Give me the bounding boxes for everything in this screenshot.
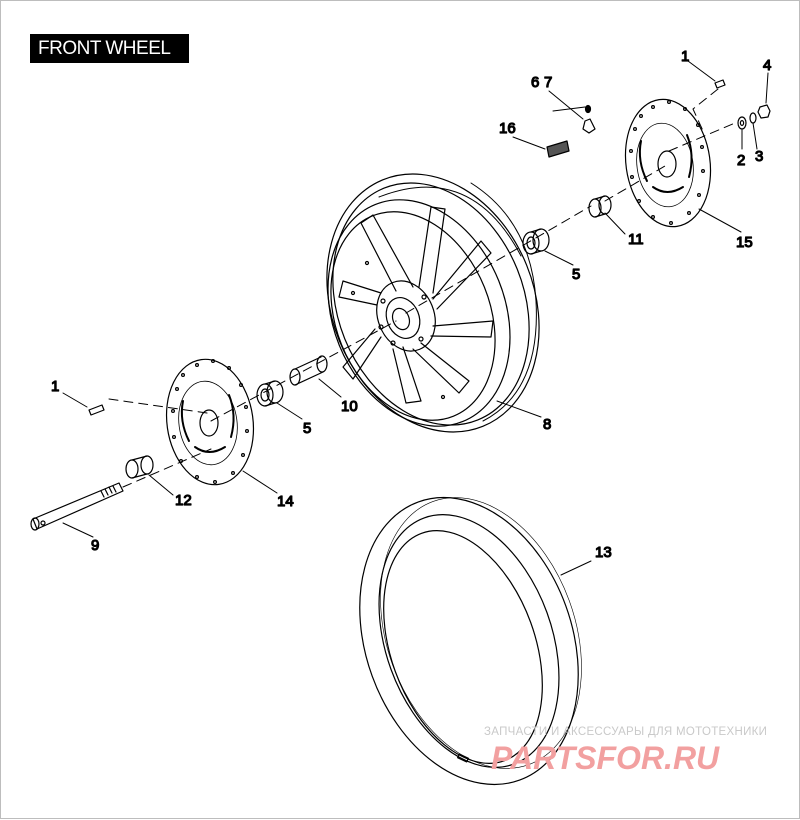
- brake-rotor-part-14: [165, 358, 255, 486]
- callout-16: 16: [499, 120, 516, 137]
- callout-1-lower: 1: [51, 378, 59, 395]
- diagram-title: FRONT WHEEL: [30, 34, 189, 63]
- callout-4: 4: [763, 57, 771, 74]
- spacer-part-12: [125, 455, 154, 479]
- exploded-axis-lines: [108, 88, 736, 488]
- valve-cap-part-7: [584, 104, 592, 114]
- axle-part-9: [30, 482, 124, 531]
- bearing-part-5-right: [522, 228, 550, 255]
- spacer-part-11: [588, 195, 612, 218]
- callout-7: 7: [544, 74, 552, 91]
- weight-part-16: [546, 140, 570, 158]
- tire-part-13: [359, 496, 582, 786]
- leader-lines: [62, 60, 769, 576]
- watermark-logo-text: PARTSFOR.RU: [491, 740, 720, 776]
- callout-10: 10: [341, 398, 358, 415]
- wheel-part-8: [326, 173, 540, 433]
- callout-12: 12: [175, 492, 192, 509]
- callout-9: 9: [91, 537, 99, 554]
- callout-5-left: 5: [303, 420, 311, 437]
- bearing-part-5-left: [256, 380, 284, 407]
- callout-2: 2: [737, 152, 745, 169]
- watermark-logo: PARTSFOR.RU: [491, 740, 720, 776]
- callout-14: 14: [277, 493, 294, 510]
- callout-3: 3: [755, 148, 763, 165]
- callout-8: 8: [543, 416, 551, 433]
- valve-part-6: [582, 118, 596, 134]
- screw-part-1-lower: [88, 404, 105, 416]
- watermark-tagline: ЗАПЧАСТИ И АКСЕССУАРЫ ДЛЯ МОТОТЕХНИКИ: [484, 726, 768, 738]
- screw-part-1-upper: [714, 79, 726, 89]
- washer-part-2: [737, 116, 747, 130]
- lockwasher-part-3: [749, 112, 757, 124]
- callout-15: 15: [736, 234, 753, 251]
- callout-6: 6: [531, 74, 539, 91]
- brake-rotor-part-15: [624, 98, 712, 228]
- callout-1-upper: 1: [681, 48, 689, 65]
- callout-5-right: 5: [572, 266, 580, 283]
- callout-labels: 1 4 6 7 16 2 3 11 15 5 1 10 5 8 12 14 9 …: [50, 47, 772, 561]
- callout-11: 11: [628, 231, 644, 248]
- callout-13: 13: [595, 544, 612, 561]
- nut-part-4: [757, 104, 771, 119]
